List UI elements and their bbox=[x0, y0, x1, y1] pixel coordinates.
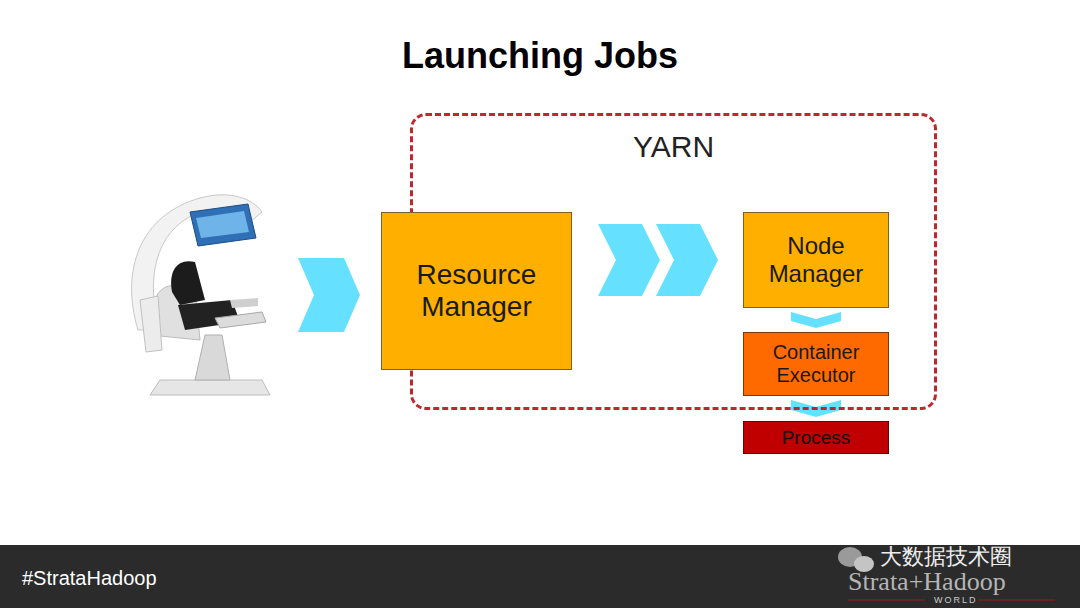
process-box: Resource Manager bbox=[381, 212, 572, 370]
box-label: Resource Manager bbox=[390, 259, 563, 323]
box-label: Node Manager bbox=[752, 232, 880, 287]
box-label: Container Executor bbox=[752, 341, 880, 387]
chevron-connector bbox=[598, 224, 718, 296]
process-box: Node Manager bbox=[743, 212, 889, 308]
footer-bar bbox=[0, 545, 1080, 608]
hashtag: #StrataHadoop bbox=[22, 568, 157, 588]
chevron-connector bbox=[791, 312, 841, 328]
watermark: 大数据技术圈 bbox=[880, 546, 1012, 568]
chair-illustration bbox=[132, 195, 270, 395]
brand-subtitle: WORLD bbox=[934, 596, 978, 605]
process-box: Process bbox=[743, 421, 889, 454]
region-box: YARNResource ManagerNode ManagerContaine… bbox=[410, 113, 937, 410]
footer-rule bbox=[848, 600, 925, 601]
chevron-arrow bbox=[298, 258, 360, 332]
process-box: Container Executor bbox=[743, 332, 889, 396]
footer-rule bbox=[978, 600, 1055, 601]
title: Launching Jobs bbox=[0, 38, 1080, 74]
box-label: Process bbox=[782, 427, 851, 449]
region-label: YARN bbox=[413, 130, 934, 165]
brand-logo: Strata+Hadoop bbox=[848, 569, 1006, 595]
